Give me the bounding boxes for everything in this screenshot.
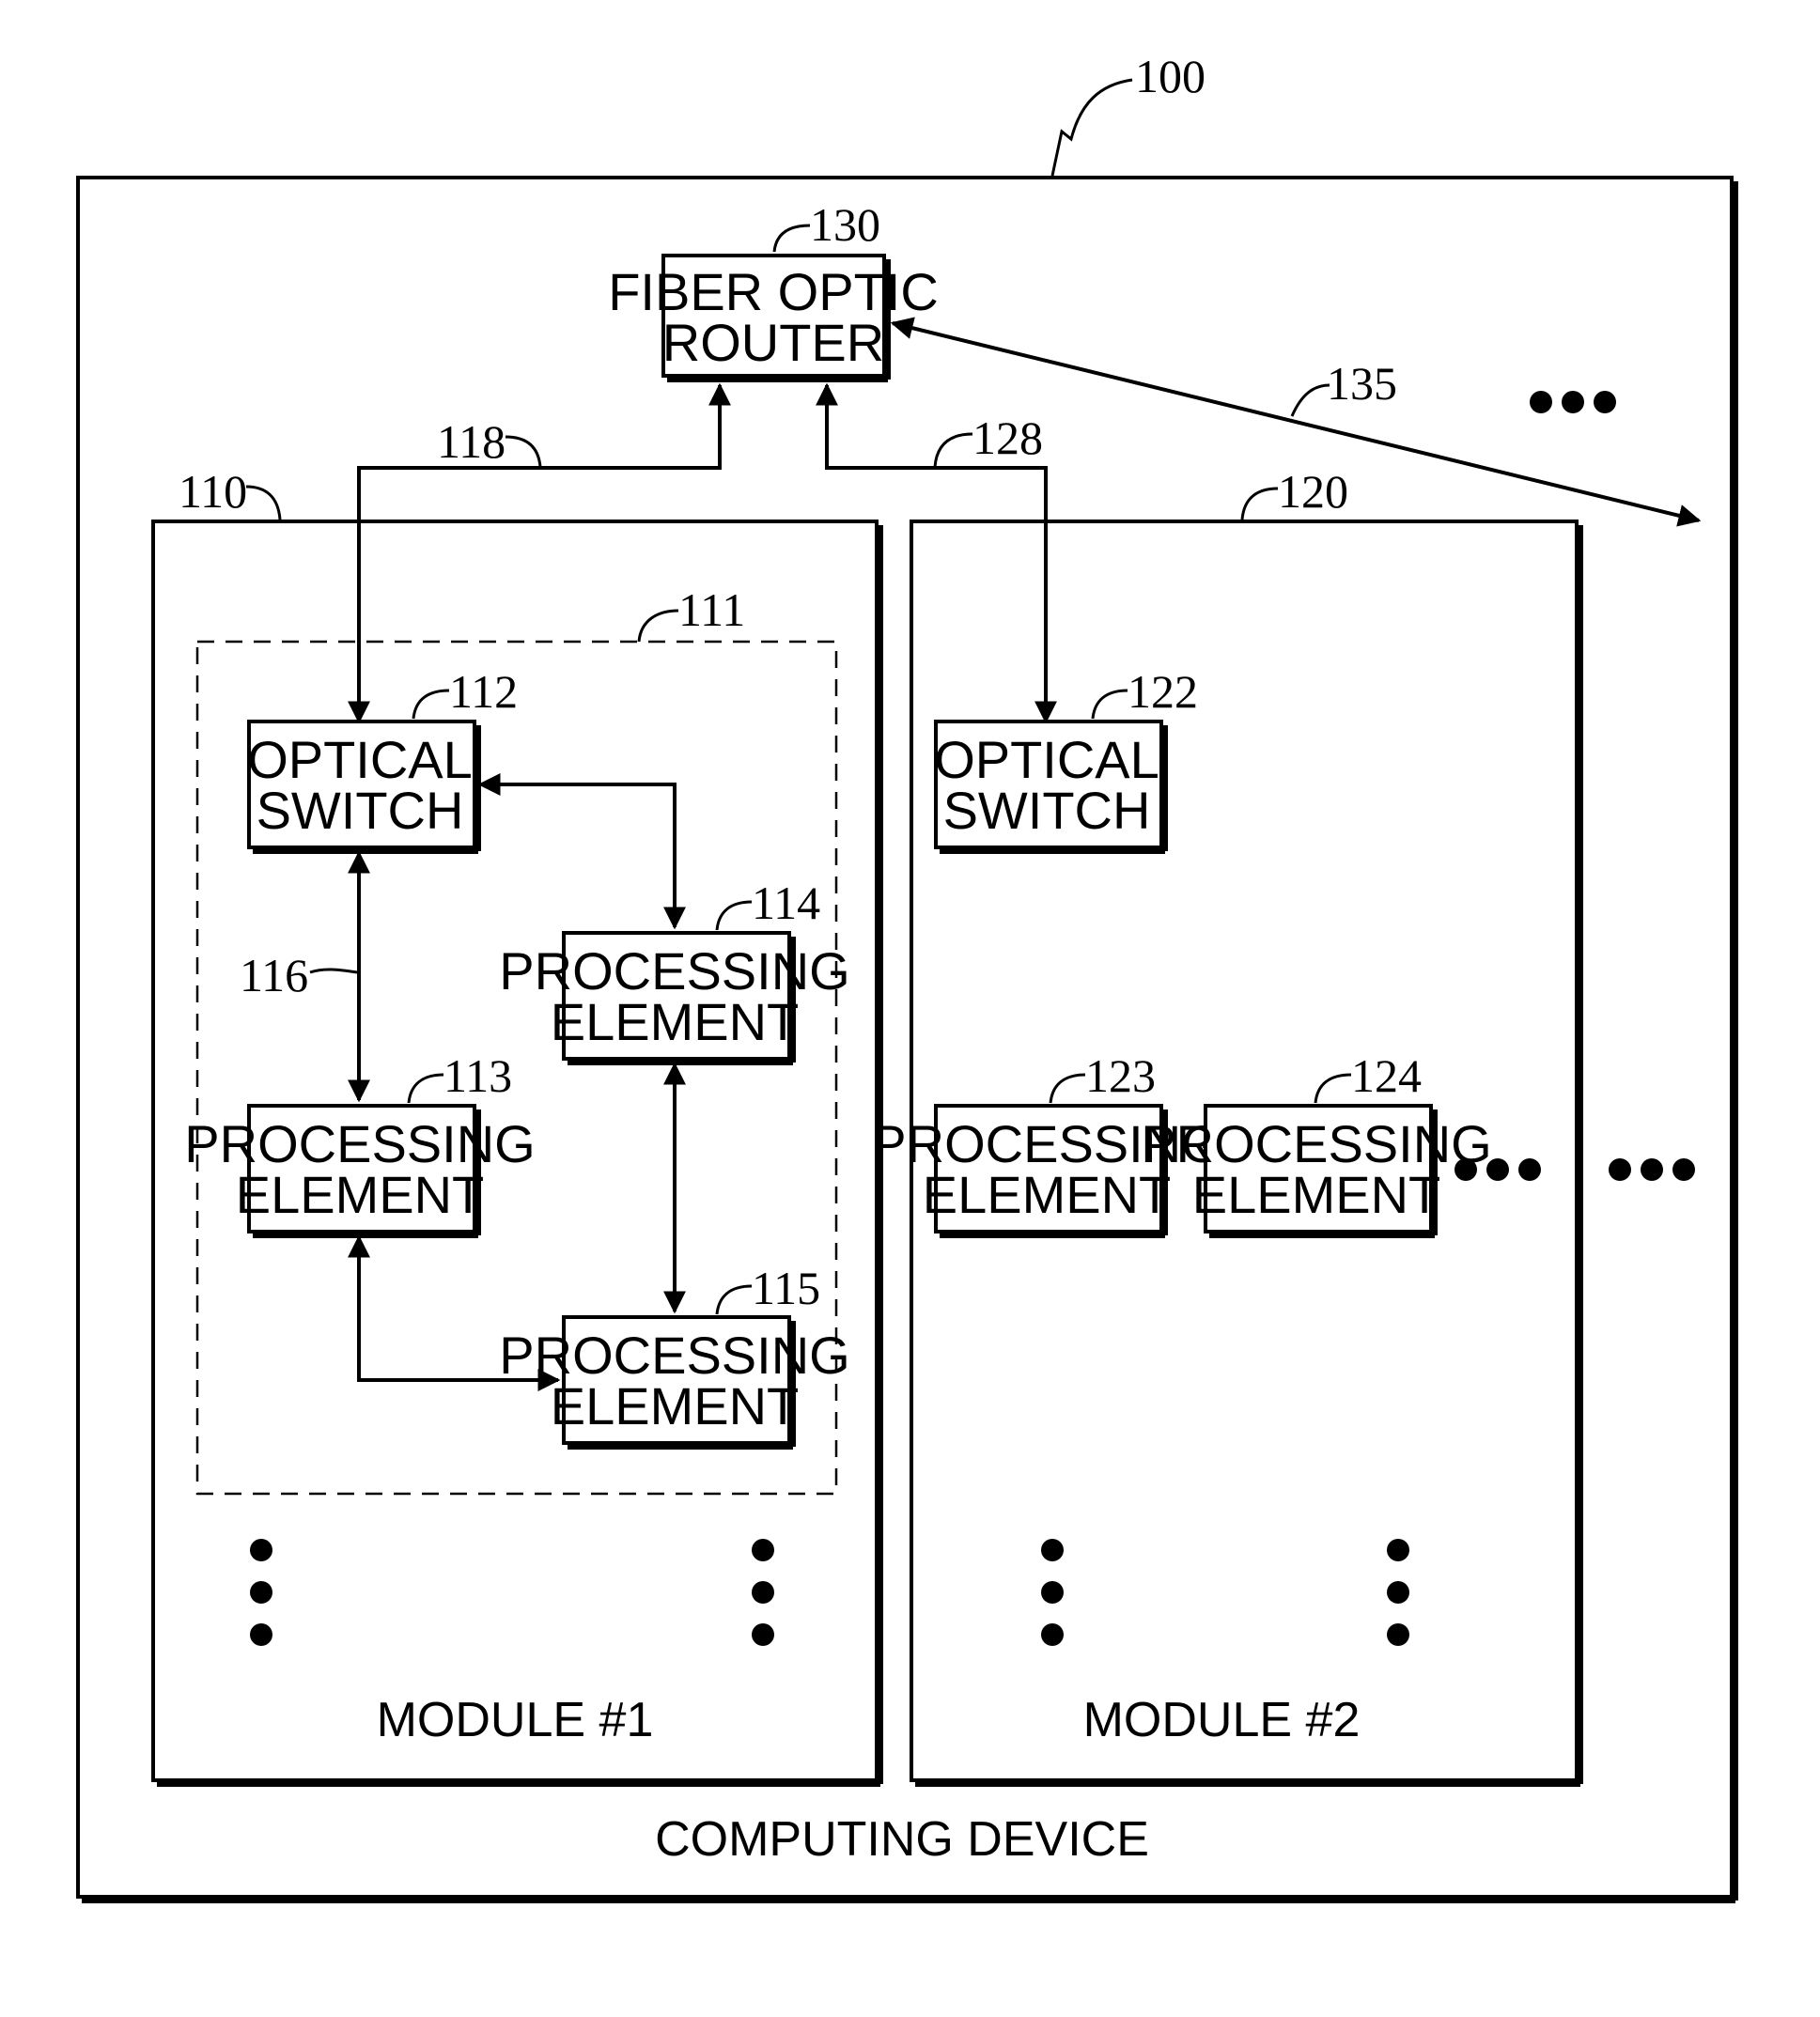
more-modules-ellipsis-right	[1609, 1158, 1695, 1181]
module-1-ellipsis-left	[250, 1539, 272, 1646]
ref-114: 114	[752, 877, 820, 929]
pe-124-line2: ELEMENT	[1192, 1165, 1441, 1224]
ref-122-leader	[1093, 690, 1128, 719]
module-2-ellipsis-left	[1041, 1539, 1064, 1646]
ref-118-leader	[506, 437, 540, 467]
switch-112-line2: SWITCH	[257, 781, 464, 840]
ref-122: 122	[1128, 665, 1198, 718]
ref-124: 124	[1351, 1049, 1422, 1102]
ref-114-leader	[717, 902, 752, 930]
ref-110: 110	[179, 465, 247, 518]
ref-124-leader	[1315, 1075, 1351, 1103]
module-2-processing-element-124: PROCESSING ELEMENT	[1141, 1106, 1491, 1235]
ref-135: 135	[1327, 357, 1397, 410]
ref-118: 118	[437, 415, 506, 468]
module-2-optical-switch: OPTICAL SWITCH	[934, 721, 1165, 851]
ref-100-leader	[1052, 80, 1132, 176]
ref-135-leader	[1292, 385, 1330, 416]
ref-116-leader	[310, 970, 357, 972]
computing-device-box	[78, 178, 1735, 1901]
ref-100: 100	[1135, 50, 1206, 102]
pe-123-line2: ELEMENT	[923, 1165, 1172, 1224]
ref-112: 112	[449, 665, 518, 718]
module-1-optical-switch: OPTICAL SWITCH	[247, 721, 478, 851]
more-modules-ellipsis-top	[1530, 391, 1616, 413]
ref-115-leader	[717, 1286, 752, 1314]
module-2-ellipsis-horizontal	[1454, 1158, 1541, 1181]
ref-120: 120	[1278, 465, 1348, 518]
pe-113-line2: ELEMENT	[236, 1165, 485, 1224]
switch-122-line2: SWITCH	[943, 781, 1151, 840]
ref-123-leader	[1050, 1075, 1085, 1103]
router-line2: ROUTER	[662, 313, 884, 372]
module-1-processing-element-113: PROCESSING ELEMENT	[184, 1106, 535, 1235]
ref-116: 116	[240, 949, 308, 1001]
ref-130: 130	[810, 198, 880, 251]
ref-123: 123	[1085, 1049, 1156, 1102]
ref-115: 115	[752, 1262, 820, 1314]
ref-111: 111	[678, 583, 745, 636]
module-1-ellipsis-right	[752, 1539, 774, 1646]
module-2-caption: MODULE #2	[1083, 1693, 1361, 1747]
device-caption: COMPUTING DEVICE	[655, 1812, 1149, 1867]
fiber-optic-router: FIBER OPTIC ROUTER	[608, 256, 939, 380]
ref-113-leader	[409, 1075, 443, 1103]
pe-115-line2: ELEMENT	[551, 1376, 800, 1435]
ref-110-leader	[246, 487, 280, 520]
ref-130-leader	[774, 225, 810, 252]
link-switch-to-pe114	[480, 784, 675, 927]
link-118	[359, 385, 720, 721]
ref-128: 128	[972, 411, 1043, 464]
module-2-ellipsis-right	[1387, 1539, 1409, 1646]
ref-112-leader	[413, 690, 449, 719]
module-1-caption: MODULE #1	[377, 1693, 654, 1747]
ref-120-leader	[1242, 489, 1278, 520]
ref-128-leader	[935, 434, 972, 467]
ref-113: 113	[443, 1049, 512, 1102]
ref-111-leader	[639, 611, 678, 642]
module-1-processing-element-114: PROCESSING ELEMENT	[499, 933, 849, 1063]
pe-114-line2: ELEMENT	[551, 992, 800, 1051]
